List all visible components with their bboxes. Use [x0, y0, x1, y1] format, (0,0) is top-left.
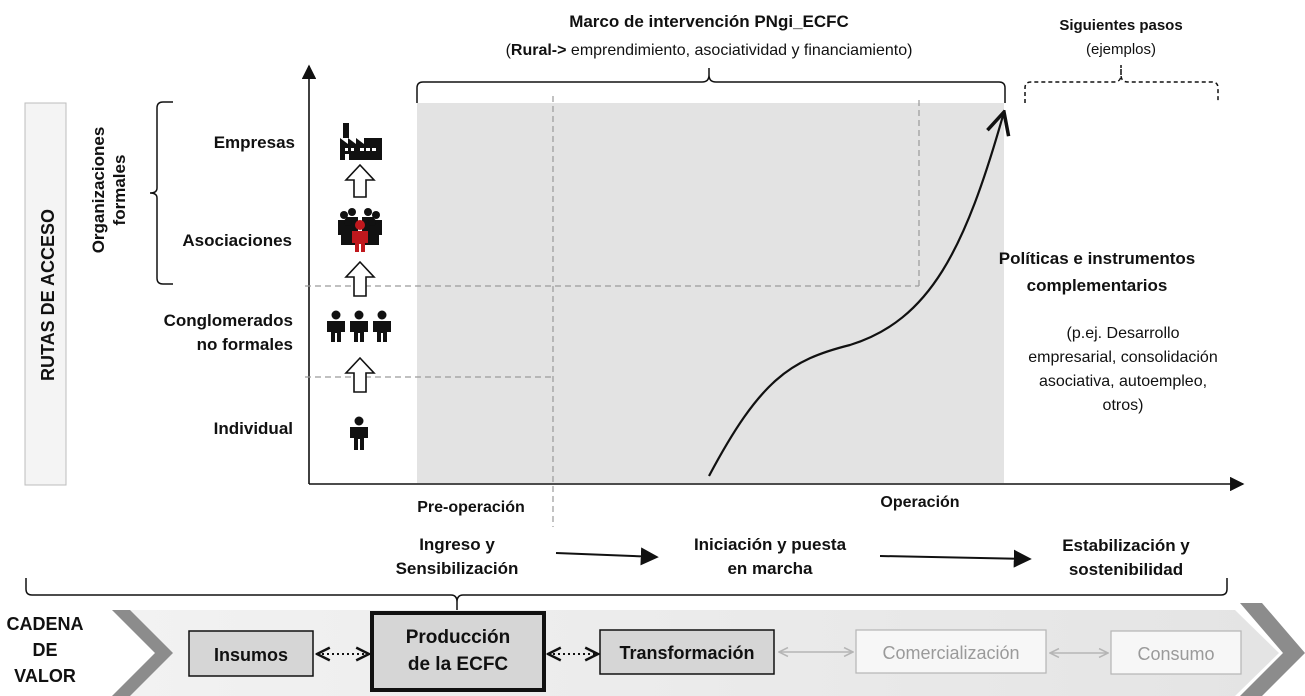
- comercializacion-label: Comercialización: [882, 643, 1019, 663]
- three-persons-icon: [327, 310, 391, 342]
- intervention-shaded-area: [417, 103, 1004, 483]
- factory-icon: [340, 123, 382, 160]
- stage-arrow-2: [879, 549, 1032, 568]
- stage-iniciacion-1: Iniciación y puesta: [694, 535, 847, 554]
- comercializacion-box: [855, 629, 1047, 674]
- transformacion-label: Transformación: [619, 643, 754, 663]
- operacion-label: Operación: [880, 494, 959, 511]
- level-asociaciones: Asociaciones: [182, 231, 292, 250]
- value-chain-end-chevron: [1240, 603, 1305, 696]
- pre-operacion-label: Pre-operación: [417, 499, 525, 516]
- value-chain-start-chevron: [112, 610, 173, 696]
- next-steps-title: Siguientes pasos: [1059, 17, 1182, 34]
- level-empresas: Empresas: [214, 133, 295, 152]
- org-formales-brace: [149, 101, 173, 285]
- people-group-icon: [338, 208, 382, 252]
- level-individual: Individual: [214, 419, 293, 438]
- value-chain-label-2: DE: [32, 640, 57, 660]
- framework-title: Marco de intervención PNgi_ECFC: [569, 12, 849, 31]
- stage-ingreso-1: Ingreso y: [419, 535, 495, 554]
- up-arrow-icon: [344, 163, 376, 198]
- value-chain-label-3: VALOR: [14, 666, 76, 686]
- stage-iniciacion-2: en marcha: [727, 559, 813, 578]
- insumos-label: Insumos: [214, 645, 288, 665]
- org-formales-label-2: formales: [110, 155, 129, 226]
- produccion-label-2: de la ECFC: [408, 654, 509, 675]
- produccion-label-1: Producción: [406, 627, 511, 648]
- stage-arrow-1: [555, 547, 659, 566]
- up-arrow-icon: [344, 260, 376, 297]
- stage-estabilizacion-1: Estabilización y: [1062, 536, 1190, 555]
- next-steps-brace: [1024, 65, 1219, 103]
- framework-subtitle: (Rural-> emprendimiento, asociatividad y…: [506, 42, 913, 59]
- level-conglomerados-2: no formales: [197, 335, 293, 354]
- stages-brace: [25, 578, 1228, 611]
- policies-body-3: asociativa, autoempleo,: [1039, 373, 1207, 390]
- policies-body-4: otros): [1103, 397, 1144, 414]
- stage-estabilizacion-2: sostenibilidad: [1069, 560, 1183, 579]
- insumos-box: [188, 630, 314, 677]
- consumo-box: [1110, 630, 1242, 675]
- org-formales-label-1: Organizaciones: [89, 127, 108, 254]
- consumo-label: Consumo: [1137, 644, 1214, 664]
- growth-curve: [708, 112, 1004, 477]
- policies-body-2: empresarial, consolidación: [1028, 349, 1217, 366]
- rutas-acceso-label: RUTAS DE ACCESO: [38, 209, 58, 381]
- person-icon: [350, 416, 368, 450]
- policies-body-1: (p.ej. Desarrollo: [1067, 325, 1180, 342]
- next-steps-subtitle: (ejemplos): [1086, 41, 1156, 58]
- policies-title-2: complementarios: [1027, 276, 1168, 295]
- framework-brace: [416, 68, 1006, 103]
- produccion-box: [370, 611, 546, 692]
- rutas-acceso-box: [24, 102, 67, 486]
- up-arrow-icon: [344, 356, 376, 393]
- value-chain-label-1: CADENA: [6, 614, 83, 634]
- policies-title-1: Políticas e instrumentos: [999, 249, 1196, 268]
- stage-ingreso-2: Sensibilización: [396, 559, 519, 578]
- transformacion-box: [599, 629, 775, 675]
- level-conglomerados-1: Conglomerados: [164, 311, 293, 330]
